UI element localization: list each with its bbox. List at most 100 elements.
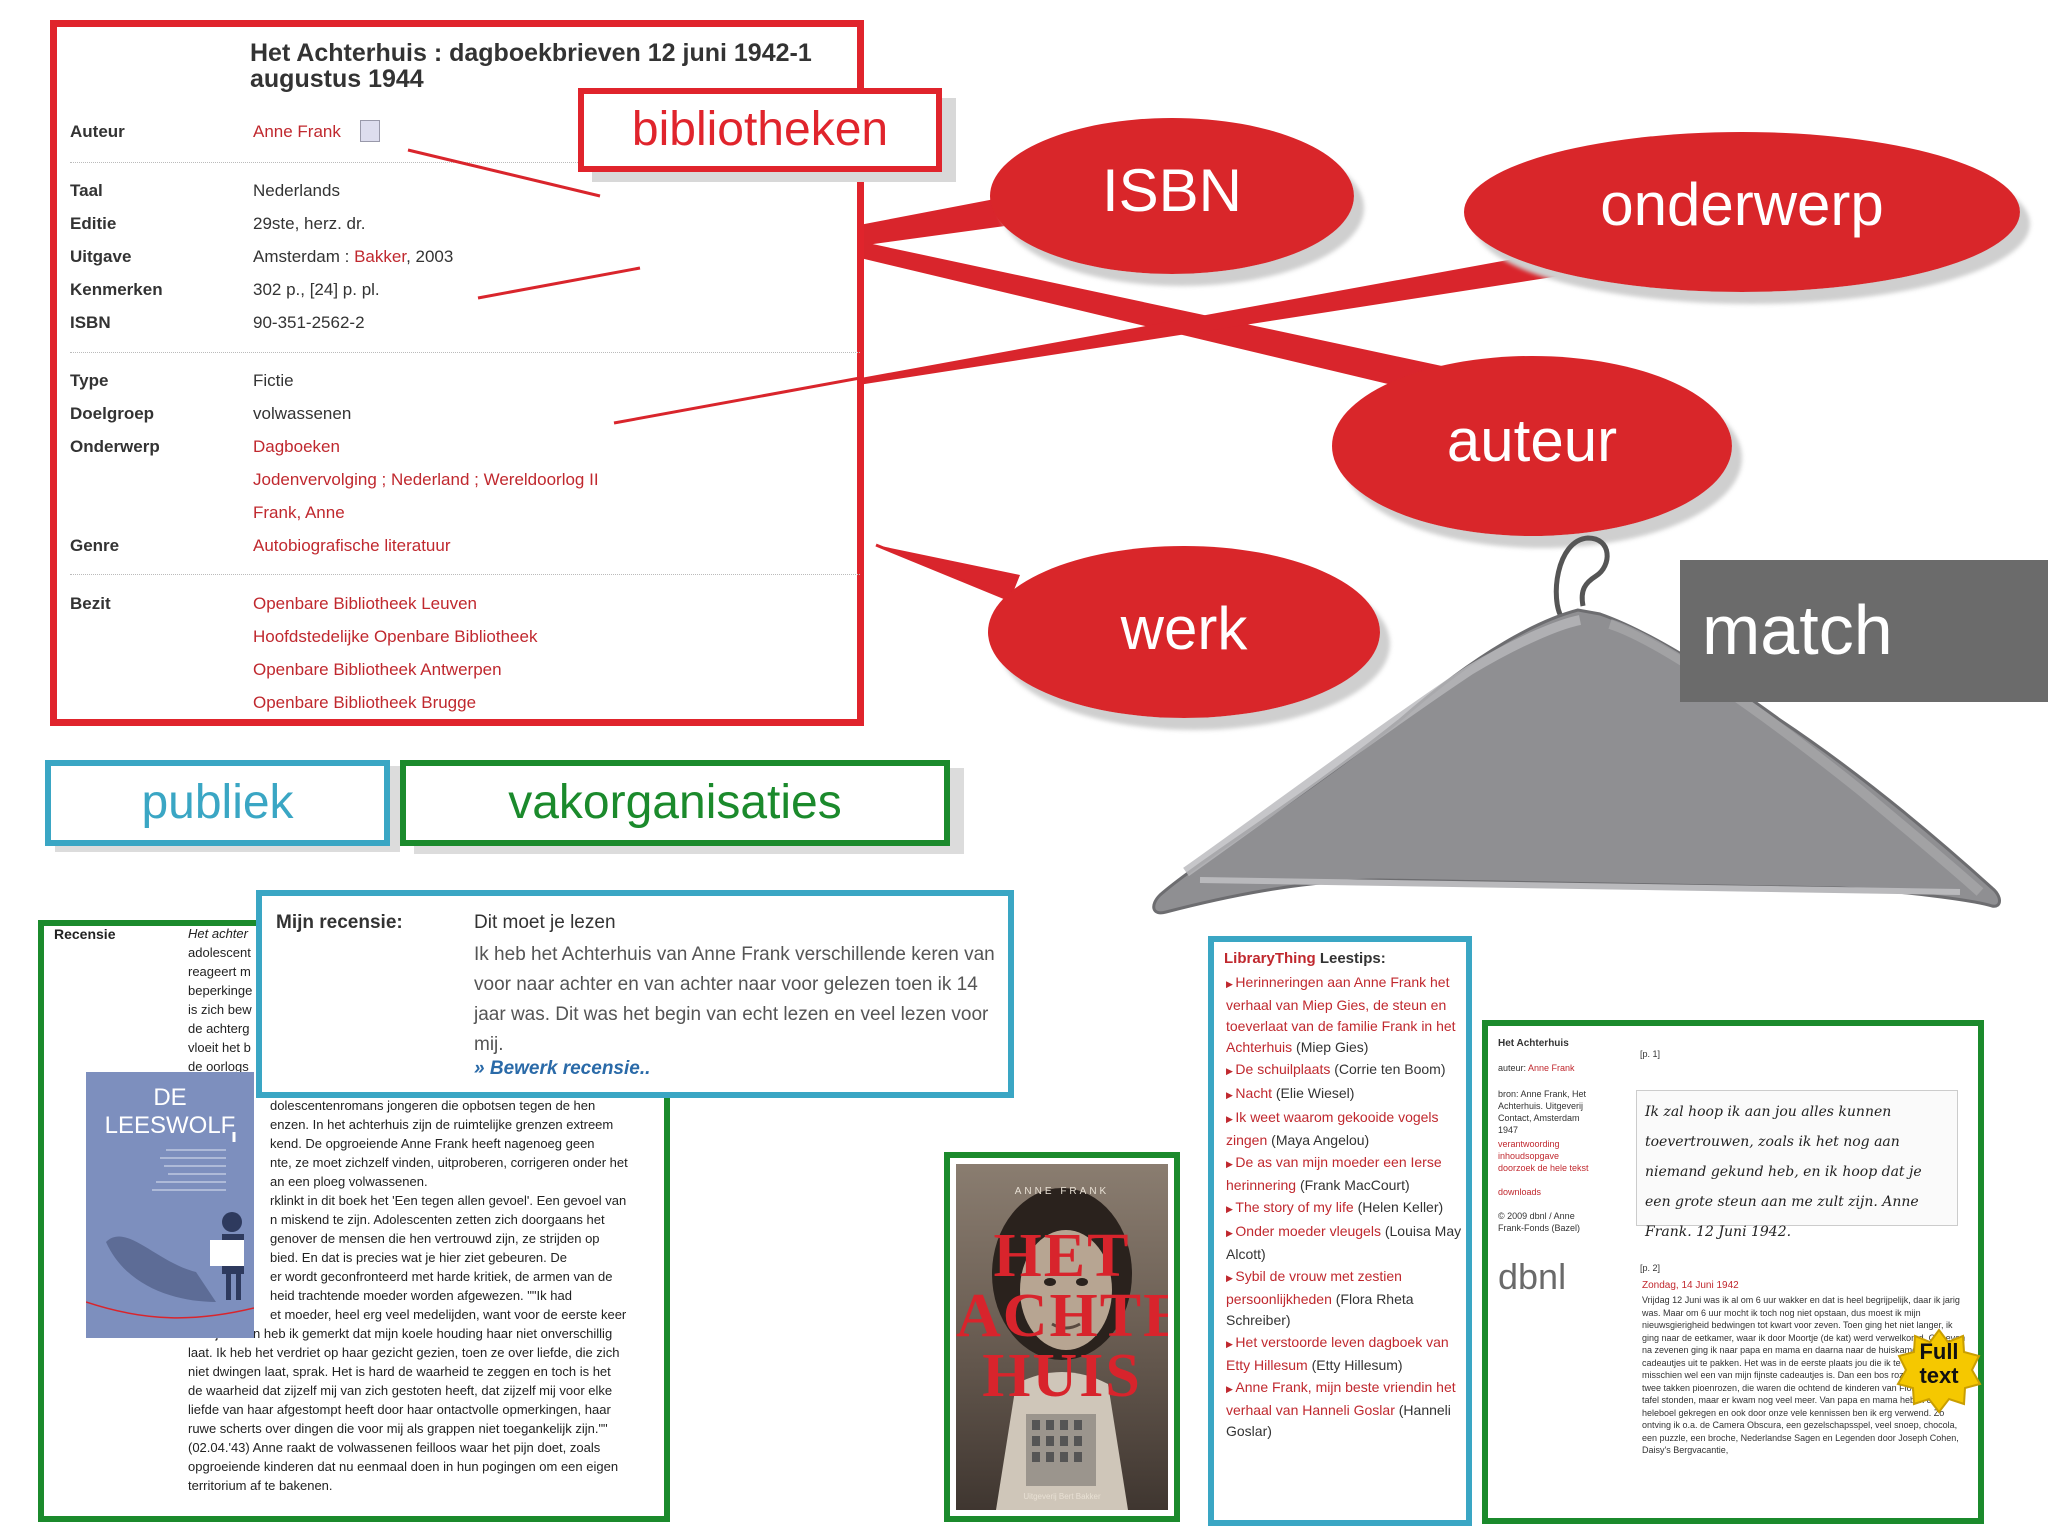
recommendation-link[interactable]: Nacht bbox=[1235, 1085, 1272, 1101]
review-line: de oorlogs bbox=[188, 1059, 249, 1074]
werk-bubble-label: werk bbox=[1120, 595, 1248, 662]
label-editie: Editie bbox=[70, 214, 117, 233]
dbnl-search-link[interactable]: doorzoek de hele tekst bbox=[1498, 1163, 1589, 1173]
librarything-heading: Leestips: bbox=[1315, 950, 1386, 967]
bullet-triangle-icon: ▶ bbox=[1226, 1114, 1236, 1124]
library-link-hoofdstedelijke[interactable]: Hoofdstedelijke Openbare Bibliotheek bbox=[253, 627, 538, 646]
recommendation-author: (Maya Angelou) bbox=[1271, 1132, 1370, 1148]
value-isbn: 90-351-2562-2 bbox=[253, 313, 365, 332]
werk-bubble bbox=[988, 546, 1380, 718]
dbnl-page-marker: [p. 2] bbox=[1640, 1263, 1661, 1273]
review-line: reageert m bbox=[188, 964, 251, 979]
onderwerp-link-2[interactable]: Jodenvervolging ; Nederland ; Wereldoorl… bbox=[253, 470, 599, 489]
auteur-link[interactable]: Anne Frank bbox=[253, 122, 341, 141]
label-kenmerken: Kenmerken bbox=[70, 280, 163, 299]
my-review-label: Mijn recensie: bbox=[276, 912, 403, 933]
cover-title: HET ACHTER HUIS bbox=[956, 1225, 1168, 1407]
bullet-triangle-icon: ▶ bbox=[1226, 979, 1236, 989]
onderwerp-link-1[interactable]: Dagboeken bbox=[253, 437, 340, 456]
review-line: dolescentenromans jongeren die opbotsen … bbox=[270, 1098, 596, 1113]
recommendation-author: (Miep Gies) bbox=[1296, 1039, 1369, 1055]
bullet-triangle-icon: ▶ bbox=[1226, 1066, 1236, 1076]
review-line: in mijn leven heb ik gemerkt dat mijn ko… bbox=[188, 1326, 613, 1341]
dbnl-verantwoording-link[interactable]: verantwoording bbox=[1498, 1139, 1560, 1149]
list-item: ▶ Onder moeder vleugels (Louisa May Alco… bbox=[1226, 1221, 1462, 1265]
review-line: er wordt geconfronteerd met harde kritie… bbox=[270, 1269, 613, 1284]
dbnl-body-text: Vrijdag 12 Juni was ik al om 6 uur wakke… bbox=[1642, 1295, 1966, 1455]
my-review-panel bbox=[256, 890, 1014, 1098]
value-taal: Nederlands bbox=[253, 181, 340, 200]
review-line: liefde van haar afgestompt heeft door ha… bbox=[188, 1402, 611, 1417]
record-title: Het Achterhuis : dagboekbrieven 12 juni … bbox=[250, 39, 812, 93]
label-doelgroep: Doelgroep bbox=[70, 404, 155, 423]
auteur-bubble bbox=[1332, 356, 1732, 536]
onderwerp-link-3[interactable]: Frank, Anne bbox=[253, 503, 345, 522]
library-link-leuven[interactable]: Openbare Bibliotheek Leuven bbox=[253, 594, 477, 613]
review-text-body: dolescentenromans jongeren die opbotsen … bbox=[188, 1096, 658, 1495]
recommendation-link[interactable]: Sybil de vrouw met zestien persoonlijkhe… bbox=[1226, 1268, 1402, 1307]
recommendation-author: (Hanneli Goslar) bbox=[1226, 1402, 1451, 1439]
vakorganisaties-text: vakorganisaties bbox=[508, 776, 842, 829]
recommendation-link[interactable]: Onder moeder vleugels bbox=[1235, 1223, 1381, 1239]
review-line: rklinkt in dit boek het 'Een tegen allen… bbox=[270, 1193, 627, 1208]
uitgave-place: Amsterdam : bbox=[253, 247, 355, 266]
dbnl-author-line: auteur: Anne Frank bbox=[1498, 1062, 1575, 1074]
author-info-icon[interactable] bbox=[360, 120, 380, 142]
library-link-brugge[interactable]: Openbare Bibliotheek Brugge bbox=[253, 693, 477, 712]
dbnl-page-marker: [p. 1] bbox=[1640, 1049, 1661, 1059]
review-line: n miskend te zijn. Adolescenten zetten z… bbox=[270, 1212, 605, 1227]
value-doelgroep: volwassenen bbox=[253, 404, 352, 423]
recommendation-author: (Etty Hillesum) bbox=[1311, 1357, 1403, 1373]
anne-frank-portrait bbox=[992, 1188, 1132, 1510]
librarything-list: ▶ Herinneringen aan Anne Frank het verha… bbox=[1226, 972, 1462, 1443]
isbn-bubble-label: ISBN bbox=[1101, 157, 1243, 224]
review-line: enzen. In het achterhuis zijn de ruimtel… bbox=[270, 1117, 614, 1132]
review-line: niet dwingen laat, sprak. Het is hard de… bbox=[188, 1364, 611, 1379]
auteur-bubble-label: auteur bbox=[1446, 407, 1618, 474]
library-link-antwerpen[interactable]: Openbare Bibliotheek Antwerpen bbox=[253, 660, 502, 679]
vakorganisaties-label: vakorganisaties bbox=[400, 760, 950, 846]
value-kenmerken: 302 p., [24] p. pl. bbox=[253, 280, 380, 299]
full-text-badge-label: Full text bbox=[1896, 1340, 1982, 1388]
list-item: ▶ De as van mijn moeder een Ierse herinn… bbox=[1226, 1152, 1462, 1196]
dbnl-author-link[interactable]: Anne Frank bbox=[1528, 1063, 1575, 1073]
review-line: de waarheid dat zijzelf mij van zich ges… bbox=[188, 1383, 613, 1398]
match-label: match bbox=[1680, 560, 2048, 702]
isbn-bubble bbox=[990, 118, 1354, 274]
recommendation-link[interactable]: The story of my life bbox=[1235, 1199, 1354, 1215]
recommendation-link[interactable]: Anne Frank, mijn beste vriendin het verh… bbox=[1226, 1379, 1456, 1418]
publisher-link[interactable]: Bakker bbox=[354, 247, 407, 266]
dbnl-author-label: auteur: bbox=[1498, 1063, 1529, 1073]
librarything-brand: LibraryThing bbox=[1224, 950, 1316, 967]
full-text-badge-icon bbox=[1896, 1328, 1982, 1414]
bullet-triangle-icon: ▶ bbox=[1226, 1228, 1236, 1238]
librarything-panel bbox=[1208, 936, 1472, 1526]
bullet-triangle-icon: ▶ bbox=[1226, 1339, 1236, 1349]
separator bbox=[70, 574, 860, 575]
list-item: ▶ Sybil de vrouw met zestien persoonlijk… bbox=[1226, 1266, 1462, 1331]
list-item: ▶ Het verstoorde leven dagboek van Etty … bbox=[1226, 1332, 1462, 1376]
label-uitgave: Uitgave bbox=[70, 247, 132, 266]
value-editie: 29ste, herz. dr. bbox=[253, 214, 366, 233]
genre-link[interactable]: Autobiografische literatuur bbox=[253, 536, 451, 555]
dbnl-downloads-link[interactable]: downloads bbox=[1498, 1187, 1542, 1197]
value-uitgave: Amsterdam : Bakker, 2003 bbox=[253, 247, 453, 267]
recommendation-author: (Elie Wiesel) bbox=[1275, 1085, 1355, 1101]
recommendation-link[interactable]: Herinneringen aan Anne Frank het verhaal… bbox=[1226, 974, 1456, 1055]
recommendation-link[interactable]: Ik weet waarom gekooide vogels zingen bbox=[1226, 1109, 1439, 1148]
list-item: ▶ Anne Frank, mijn beste vriendin het ve… bbox=[1226, 1377, 1462, 1442]
recommendation-link[interactable]: De schuilplaats bbox=[1235, 1061, 1331, 1077]
value-type: Fictie bbox=[253, 371, 294, 390]
label-isbn: ISBN bbox=[70, 313, 111, 332]
bullet-triangle-icon: ▶ bbox=[1226, 1159, 1236, 1169]
onderwerp-bubble-label: onderwerp bbox=[1600, 171, 1884, 238]
recommendation-author: (Louisa May Alcott) bbox=[1226, 1223, 1462, 1262]
label-onderwerp: Onderwerp bbox=[70, 437, 160, 456]
edit-review-link[interactable]: » Bewerk recensie.. bbox=[474, 1058, 651, 1079]
recommendation-link[interactable]: Het verstoorde leven dagboek van Etty Hi… bbox=[1226, 1334, 1449, 1373]
recommendation-link[interactable]: De as van mijn moeder een Ierse herinner… bbox=[1226, 1154, 1442, 1193]
uitgave-year: , 2003 bbox=[406, 247, 454, 266]
dbnl-inhoudsopgave-link[interactable]: inhoudsopgave bbox=[1498, 1151, 1560, 1161]
leeswolf-book-image: DE LEESWOLF bbox=[86, 1072, 254, 1338]
